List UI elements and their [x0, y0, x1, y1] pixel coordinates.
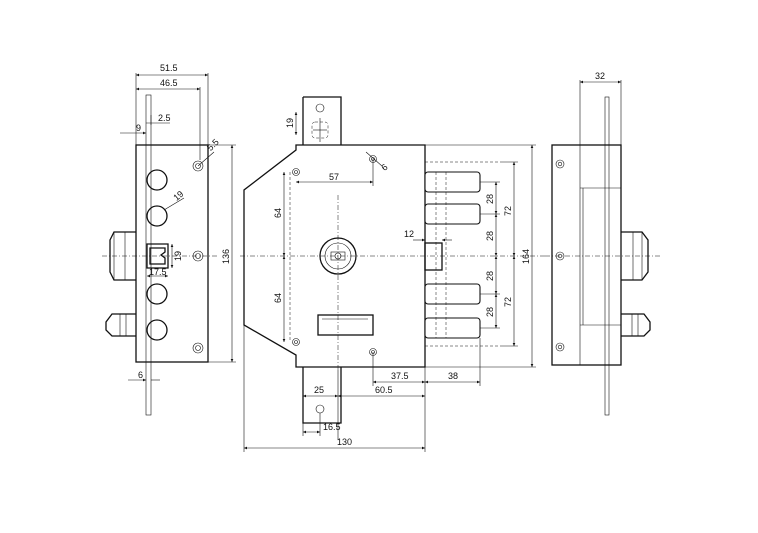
bolt-4 — [424, 317, 481, 339]
dim-72-upper: 72 — [503, 206, 513, 216]
lower-tab — [302, 367, 342, 424]
dim-6: 6 — [138, 370, 143, 380]
dim-32: 32 — [595, 71, 605, 81]
main-view: 19 6 57 64 64 12 28 28 28 28 72 72 164 3… — [240, 96, 545, 452]
front-view: 51.5 46.5 2.5 9 5.5 136 19 19 17.5 6 — [102, 63, 236, 416]
dim-6-screw: 6 — [379, 162, 389, 173]
dim-46-5: 46.5 — [160, 78, 178, 88]
dim-64-lower: 64 — [273, 293, 283, 303]
main-screws — [292, 155, 377, 356]
dim-9: 9 — [136, 123, 141, 133]
bolt-pins — [424, 161, 500, 347]
front-screws — [192, 160, 204, 354]
dim-5-5: 5.5 — [205, 137, 221, 153]
dim-64-upper: 64 — [273, 208, 283, 218]
main-dim-labels: 19 6 57 64 64 12 28 28 28 28 72 72 164 3… — [273, 118, 531, 447]
front-dimensions — [120, 73, 236, 382]
bolt-1 — [424, 171, 481, 193]
dim-2-5: 2.5 — [158, 113, 171, 123]
edge-screws — [555, 159, 565, 352]
front-case — [135, 144, 209, 363]
bolt-2 — [424, 203, 481, 225]
bolt-3 — [424, 283, 481, 305]
cylinder — [319, 237, 357, 275]
dim-136: 136 — [221, 249, 231, 264]
dim-16-5: 16.5 — [323, 422, 341, 432]
dim-19-latch: 19 — [173, 251, 183, 261]
front-deadlatch — [105, 313, 136, 337]
dim-38: 38 — [448, 371, 458, 381]
dim-28-c: 28 — [485, 271, 495, 281]
dim-17-5: 17.5 — [149, 267, 167, 277]
front-latch-body — [109, 231, 136, 281]
front-forend-plate — [145, 94, 152, 416]
upper-tab — [303, 96, 342, 145]
dim-28-b: 28 — [485, 231, 495, 241]
edge-dimensions — [579, 80, 622, 145]
dim-12: 12 — [404, 229, 414, 239]
edge-latch — [621, 231, 649, 281]
front-bolt-hole-3 — [146, 283, 168, 305]
lever-slot — [317, 314, 374, 336]
dim-19-bolt: 19 — [171, 189, 185, 203]
dim-37-5: 37.5 — [391, 371, 409, 381]
dim-57: 57 — [329, 172, 339, 182]
front-latch-opening — [146, 243, 169, 269]
dim-164: 164 — [521, 249, 531, 264]
dim-19-strike: 19 — [285, 118, 295, 128]
front-bolt-hole-1 — [146, 169, 168, 191]
main-latch — [424, 242, 443, 271]
dim-60-5: 60.5 — [375, 385, 393, 395]
dim-72-lower: 72 — [503, 297, 513, 307]
lower-tab-hole — [315, 404, 325, 414]
dim-51-5: 51.5 — [160, 63, 178, 73]
edge-view: 32 — [545, 71, 660, 416]
dim-25: 25 — [314, 385, 324, 395]
dim-28-d: 28 — [485, 307, 495, 317]
dim-28-a: 28 — [485, 194, 495, 204]
main-dimensions — [243, 112, 536, 452]
front-bolt-hole-4 — [146, 319, 168, 341]
front-bolt-hole-2 — [146, 205, 168, 227]
front-dim-labels: 51.5 46.5 2.5 9 5.5 136 19 19 17.5 6 — [136, 63, 231, 380]
dim-130: 130 — [337, 437, 352, 447]
upper-tab-hole — [315, 103, 325, 113]
edge-deadlatch — [621, 313, 651, 337]
edge-case — [551, 144, 622, 366]
